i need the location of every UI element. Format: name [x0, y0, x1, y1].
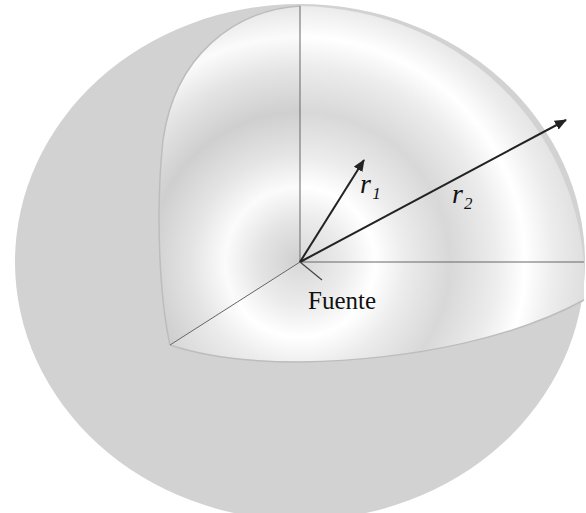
- cut-floor: [170, 262, 584, 362]
- radius-label: r₂: [452, 180, 473, 208]
- radius-label: r₁: [360, 170, 381, 198]
- axis-line: [300, 6, 301, 262]
- axis-line: [300, 262, 584, 263]
- leader-line: [300, 262, 322, 280]
- cut-wall: [300, 6, 584, 262]
- axis-line: [170, 262, 300, 345]
- radius-arrow: [300, 160, 364, 262]
- source-label: Fuente: [308, 288, 376, 313]
- radius-arrow: [300, 120, 566, 262]
- sphere: [15, 4, 585, 513]
